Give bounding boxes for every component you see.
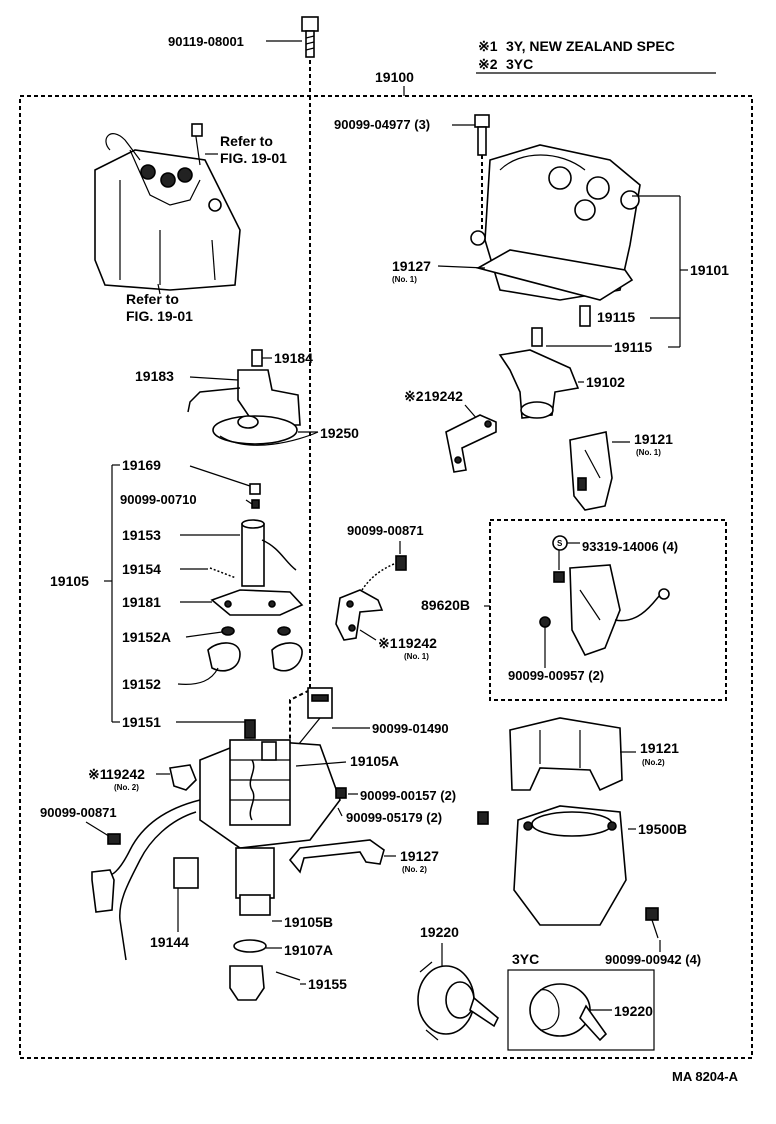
p90099-00871b-label: 90099-00871 — [40, 805, 117, 820]
assembly-frame — [19, 95, 753, 1059]
rotor-19102: 19102 — [498, 349, 625, 419]
p90099-00942-label: 90099-00942 (4) — [605, 952, 701, 967]
p19183-label: 19183 — [135, 368, 174, 384]
screw-3-label: 90099-04977 (3) — [334, 117, 430, 132]
note1-mark: ※1 — [478, 38, 498, 54]
bracket-19242-label: 19242 — [424, 388, 463, 404]
p19242b-mark: ※1 — [378, 635, 398, 651]
p19242c-label: 19242 — [106, 766, 145, 782]
p19107a-label: 19107A — [284, 942, 333, 958]
rotor-label: 19102 — [586, 374, 625, 390]
note2-text: 3YC — [506, 56, 533, 72]
p19127b-no: (No. 2) — [402, 865, 427, 874]
p90099-01490-label: 90099-01490 — [372, 721, 449, 736]
p19144-label: 19144 — [150, 934, 189, 950]
p3yc-label: 3YC — [512, 951, 539, 967]
distributor-housing: 90099-01490 19105A ※1 19242 (No. 2) 9009… — [88, 687, 489, 1001]
p90099-05179-label: 90099-05179 (2) — [346, 810, 442, 825]
s-mark: S — [557, 539, 563, 548]
p19121b-label: 19121 — [640, 740, 679, 756]
bracket-19242-no1: 90099-00871 ※1 19242 (No. 1) — [335, 523, 437, 661]
p89620b-label: 89620B — [421, 597, 470, 613]
bolt-90119-08001: 90119-08001 — [168, 16, 319, 96]
p19220b-label: 19220 — [614, 1003, 653, 1019]
distributor-cap-group: 90099-04977 (3) 19127 (No. 1) 19101 1911… — [334, 114, 729, 355]
note1-text: 3Y, NEW ZEALAND SPEC — [506, 38, 675, 54]
bracket-19242-mark: ※2 — [404, 388, 424, 404]
p93319-label: 93319-14006 (4) — [582, 539, 678, 554]
spring-19115b-label: 19115 — [614, 339, 652, 355]
wiring-harness: 90099-00871 19144 — [40, 799, 201, 961]
refer1-line2: FIG. 19-01 — [220, 150, 287, 166]
p19127b-label: 19127 — [400, 848, 439, 864]
p90099-00871a-label: 90099-00871 — [347, 523, 424, 538]
p19154-label: 19154 — [122, 561, 161, 577]
p19121a-no: (No. 1) — [636, 448, 661, 457]
sensor-89620b-box: S 93319-14006 (4) 89620B 90099-00957 (2) — [421, 519, 727, 701]
bracket-19242-spec2: ※2 19242 — [404, 388, 497, 473]
plate-assembly: 19184 19183 19250 — [135, 349, 359, 446]
p19220a-label: 19220 — [420, 924, 459, 940]
p19181-label: 19181 — [122, 594, 161, 610]
clamp-19127-no2: 19127 (No. 2) — [288, 839, 439, 874]
p19105b-label: 19105B — [284, 914, 333, 930]
refer2-line2: FIG. 19-01 — [126, 308, 193, 324]
p19155-label: 19155 — [308, 976, 347, 992]
p19105a-label: 19105A — [350, 753, 399, 769]
vacuum-advance-19220: 19220 3YC 19220 — [417, 924, 655, 1051]
cap-with-wires-ref: Refer to FIG. 19-01 Refer to FIG. 19-01 — [94, 123, 287, 324]
assy-label: 19100 — [375, 69, 414, 85]
p19169-label: 19169 — [122, 457, 161, 473]
p90099-00157-label: 90099-00157 (2) — [360, 788, 456, 803]
p19184-label: 19184 — [274, 350, 313, 366]
spring-19115a-label: 19115 — [597, 309, 635, 325]
spec-notes: ※1 3Y, NEW ZEALAND SPEC ※2 3YC — [476, 38, 716, 74]
p19153-label: 19153 — [122, 527, 161, 543]
p19152-label: 19152 — [122, 676, 161, 692]
p19242c-no: (No. 2) — [114, 783, 139, 792]
bolt-top-label: 90119-08001 — [168, 34, 244, 49]
p19121b-no: (No.2) — [642, 758, 665, 767]
p90099-00710-label: 90099-00710 — [120, 492, 197, 507]
p90099-00957-label: 90099-00957 (2) — [508, 668, 604, 683]
refer2-line1: Refer to — [126, 291, 179, 307]
ref-code: MA 8204-A — [672, 1069, 739, 1084]
refer1-line1: Refer to — [220, 133, 273, 149]
governor-shaft-group: 19105 19169 90099-00710 19153 19154 1918… — [50, 457, 304, 730]
part-19121-no1: 19121 (No. 1) — [569, 431, 673, 511]
p19152a-label: 19152A — [122, 629, 171, 645]
p19500b-label: 19500B — [638, 821, 687, 837]
p19242b-label: 19242 — [398, 635, 437, 651]
cap-19101-label: 19101 — [690, 262, 729, 278]
guide-center — [289, 96, 311, 760]
screw-90099-00942: 90099-00942 (4) — [605, 907, 701, 967]
p19151-label: 19151 — [122, 714, 161, 730]
p19250-label: 19250 — [320, 425, 359, 441]
p19105-label: 19105 — [50, 573, 89, 589]
p19121a-label: 19121 — [634, 431, 673, 447]
cap-19127-label: 19127 — [392, 258, 431, 274]
note2-mark: ※2 — [478, 56, 498, 72]
part-19500b: 19500B — [513, 805, 687, 926]
p19242b-no: (No. 1) — [404, 652, 429, 661]
p19242c-mark: ※1 — [88, 766, 108, 782]
part-19121-no2: 19121 (No.2) — [509, 717, 679, 792]
cap-19127-no: (No. 1) — [392, 275, 417, 284]
